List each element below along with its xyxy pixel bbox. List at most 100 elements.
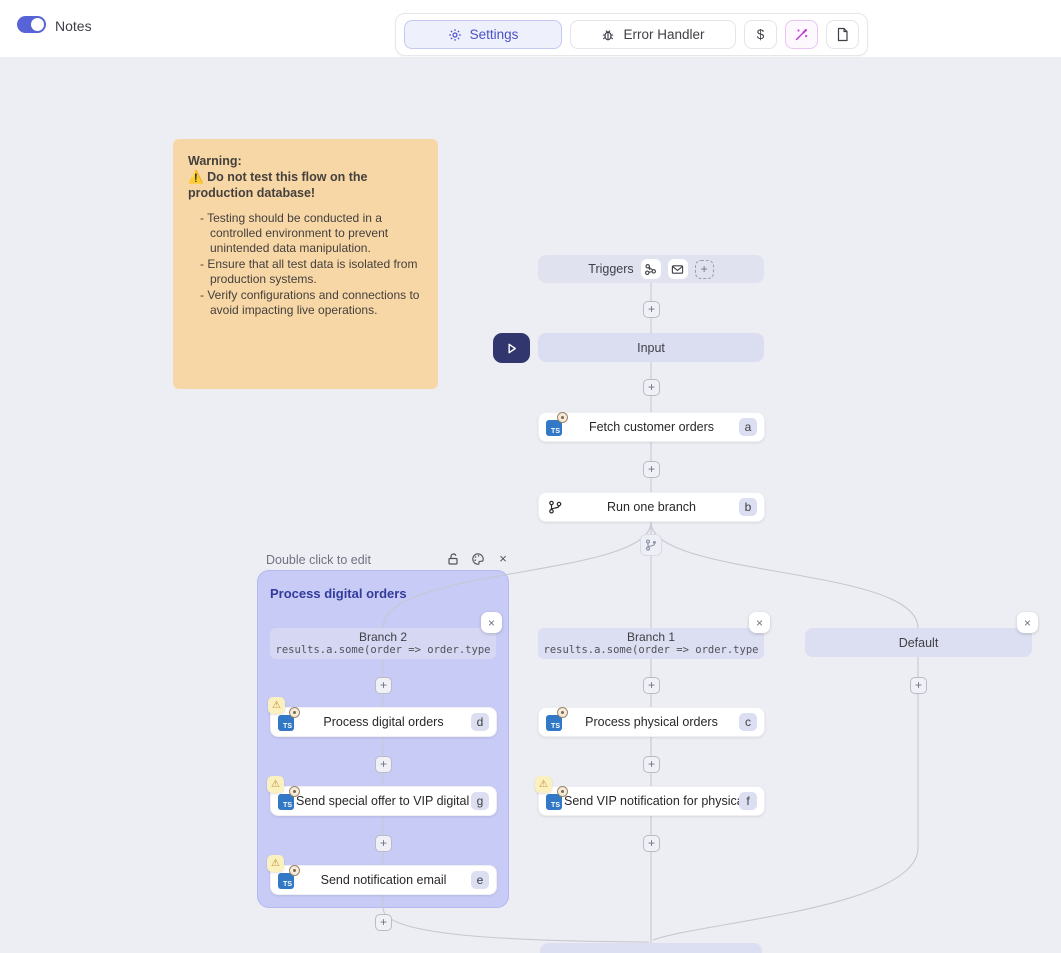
node-label: Process physical orders [564, 715, 739, 729]
notes-toggle-label: Notes [55, 18, 92, 34]
delete-branch2-button[interactable]: × [481, 612, 502, 633]
node-fetch-customer-orders[interactable]: TS Fetch customer orders a [538, 412, 765, 442]
add-step-button[interactable]: + [375, 835, 392, 852]
note-bullet-list: Testing should be conducted in a control… [188, 211, 423, 318]
branch2-node[interactable]: Branch 2 results.a.some(order => order.t… [270, 628, 496, 659]
shortcut-badge: e [471, 871, 489, 889]
group-edit-hint: Double click to edit [266, 553, 371, 567]
add-step-button[interactable]: + [643, 379, 660, 396]
node-process-digital-orders[interactable]: TS Process digital orders d [270, 707, 497, 737]
input-node-label: Input [637, 341, 665, 355]
play-icon [504, 341, 519, 356]
add-step-button[interactable]: + [643, 835, 660, 852]
add-step-button[interactable]: + [643, 756, 660, 773]
typescript-icon: TS [546, 418, 564, 436]
add-step-button[interactable]: + [375, 677, 392, 694]
node-status-badge-icon [289, 707, 300, 718]
branch1-condition: results.a.some(order => order.type [544, 644, 759, 657]
node-process-physical-orders[interactable]: TS Process physical orders c [538, 707, 765, 737]
shortcut-badge: g [471, 792, 489, 810]
error-handler-button[interactable]: Error Handler [570, 20, 736, 49]
triggers-bar[interactable]: Triggers + [538, 255, 764, 283]
node-send-notification-email[interactable]: TS Send notification email e [270, 865, 497, 895]
notes-toggle[interactable] [17, 16, 46, 33]
typescript-icon: TS [278, 792, 296, 810]
add-trigger-button[interactable]: + [695, 260, 714, 279]
shortcut-badge: f [739, 792, 757, 810]
shortcut-badge: d [471, 713, 489, 731]
note-bullet: Verify configurations and connections to… [188, 288, 423, 318]
node-label: Run one branch [564, 500, 739, 514]
delete-default-branch-button[interactable]: × [1017, 612, 1038, 633]
top-bar: Notes Settings Error Handler $ [0, 0, 1061, 57]
group-toolbar: × [446, 552, 510, 566]
branch-icon [546, 500, 564, 514]
file-icon [836, 27, 849, 42]
branch2-title: Branch 2 [359, 631, 407, 644]
node-send-special-offer[interactable]: TS Send special offer to VIP digital c..… [270, 786, 497, 816]
add-step-button[interactable]: + [643, 301, 660, 318]
close-group-icon[interactable]: × [496, 552, 510, 566]
default-branch-node[interactable]: Default [805, 628, 1032, 657]
group-process-digital-orders[interactable] [257, 570, 509, 908]
settings-button[interactable]: Settings [404, 20, 562, 49]
shortcut-badge: c [739, 713, 757, 731]
default-branch-label: Default [899, 636, 939, 650]
warning-emoji-icon: ⚠️ [188, 170, 204, 184]
typescript-icon: TS [278, 871, 296, 889]
node-send-vip-notification[interactable]: TS Send VIP notification for physical...… [538, 786, 765, 816]
gear-icon [448, 28, 462, 42]
add-step-button[interactable]: + [910, 677, 927, 694]
triggers-label: Triggers [588, 262, 633, 276]
email-trigger-button[interactable] [668, 259, 688, 279]
add-step-button[interactable]: + [643, 677, 660, 694]
node-run-one-branch[interactable]: Run one branch b [538, 492, 765, 522]
group-title: Process digital orders [270, 586, 407, 601]
note-warning-text: Do not test this flow on the production … [188, 170, 367, 200]
input-node[interactable]: Input [538, 333, 764, 362]
sticky-note[interactable]: Warning: ⚠️ Do not test this flow on the… [173, 139, 438, 389]
magic-wand-icon [794, 27, 809, 42]
mail-icon [671, 263, 684, 276]
new-document-button[interactable] [826, 20, 859, 49]
add-step-button[interactable]: + [643, 461, 660, 478]
warning-badge-icon: ⚠ [535, 776, 552, 793]
delete-branch1-button[interactable]: × [749, 612, 770, 633]
node-status-badge-icon [557, 786, 568, 797]
shortcut-badge: a [739, 418, 757, 436]
typescript-icon: TS [278, 713, 296, 731]
run-flow-button[interactable] [493, 333, 530, 363]
typescript-icon: TS [546, 792, 564, 810]
merge-node-partial[interactable] [540, 943, 762, 953]
node-label: Process digital orders [296, 715, 471, 729]
add-step-button[interactable]: + [375, 914, 392, 931]
webhook-icon [644, 263, 657, 276]
branch2-condition: results.a.some(order => order.type [276, 644, 491, 657]
ai-assistant-button[interactable] [785, 20, 818, 49]
node-status-badge-icon [289, 786, 300, 797]
node-label: Send notification email [296, 873, 471, 887]
shortcut-badge: b [739, 498, 757, 516]
flow-toolbar: Settings Error Handler $ [395, 13, 868, 56]
node-status-badge-icon [557, 707, 568, 718]
branch1-node[interactable]: Branch 1 results.a.some(order => order.t… [538, 628, 764, 659]
branch-split-icon [640, 534, 662, 556]
warning-badge-icon: ⚠ [268, 697, 285, 714]
unlock-icon[interactable] [446, 552, 460, 566]
toggle-knob [31, 18, 44, 31]
warning-badge-icon: ⚠ [267, 776, 284, 793]
node-label: Send VIP notification for physical... [564, 794, 739, 808]
add-step-button[interactable]: + [375, 756, 392, 773]
palette-icon[interactable] [471, 552, 485, 566]
node-label: Fetch customer orders [564, 420, 739, 434]
error-handler-label: Error Handler [623, 27, 704, 42]
node-status-badge-icon [289, 865, 300, 876]
note-warning-line: ⚠️ Do not test this flow on the producti… [188, 169, 423, 201]
typescript-icon: TS [546, 713, 564, 731]
billing-button[interactable]: $ [744, 20, 777, 49]
settings-label: Settings [470, 27, 519, 42]
webhook-trigger-button[interactable] [641, 259, 661, 279]
bug-icon [601, 28, 615, 42]
